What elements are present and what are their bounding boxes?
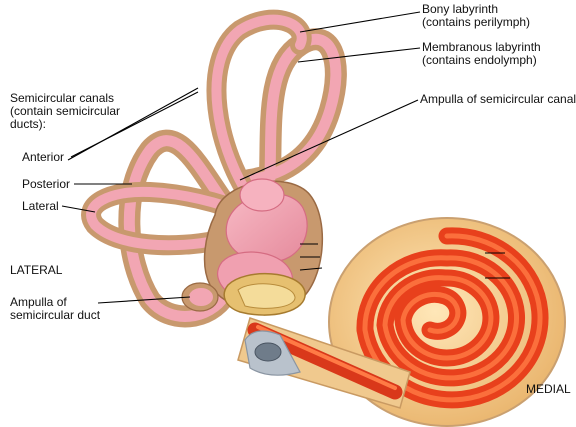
label-lateral-side: LATERAL bbox=[10, 263, 63, 277]
leader-anterior bbox=[70, 91, 199, 158]
leader-membranous-labyrinth bbox=[297, 47, 421, 63]
label-ampulla-of-duct-1: Ampulla of bbox=[10, 295, 67, 309]
label-medial-side: MEDIAL bbox=[526, 382, 571, 396]
leader-lines bbox=[61, 11, 510, 304]
label-anterior: Anterior bbox=[22, 150, 65, 164]
leader-ampulla-duct bbox=[97, 296, 191, 304]
label-ampulla-of-semicircular-canal: Ampulla of semicircular canal bbox=[420, 92, 576, 106]
ampulla-of-semicircular-canal-shape bbox=[239, 178, 285, 212]
label-membranous-labyrinth-note: (contains endolymph) bbox=[422, 53, 537, 67]
label-semicircular-canals-note1: (contain semicircular bbox=[10, 104, 121, 118]
leader-ampulla-canal bbox=[239, 99, 419, 181]
label-semicircular-canals-note2: ducts): bbox=[10, 117, 47, 131]
label-semicircular-canals: Semicircular canals bbox=[10, 91, 115, 105]
stapes-footplate bbox=[237, 283, 296, 309]
leader-cochlea-3 bbox=[299, 267, 323, 271]
label-membranous-labyrinth: Membranous labyrinth bbox=[422, 40, 541, 54]
cochlear-duct-highlight bbox=[362, 233, 543, 403]
anterior-canal-outer-membranous bbox=[211, 14, 307, 210]
leader-bony-labyrinth bbox=[299, 11, 421, 33]
label-bony-labyrinth-note: (contains perilymph) bbox=[422, 15, 531, 29]
cochlea bbox=[237, 217, 566, 427]
label-ampulla-of-duct-2: semicircular duct bbox=[10, 308, 101, 322]
lateral-canal-membranous bbox=[86, 186, 255, 251]
label-lateral-canal: Lateral bbox=[22, 199, 59, 213]
label-bony-labyrinth: Bony labyrinth bbox=[422, 2, 499, 16]
round-window bbox=[254, 342, 282, 362]
vestibule bbox=[181, 178, 324, 316]
anterior-canal-membranous bbox=[244, 33, 342, 211]
ampulla-of-semicircular-duct-membrane bbox=[189, 288, 213, 306]
label-posterior: Posterior bbox=[22, 177, 71, 191]
leader-lateral bbox=[61, 205, 96, 213]
semicircular-canals bbox=[81, 9, 347, 328]
